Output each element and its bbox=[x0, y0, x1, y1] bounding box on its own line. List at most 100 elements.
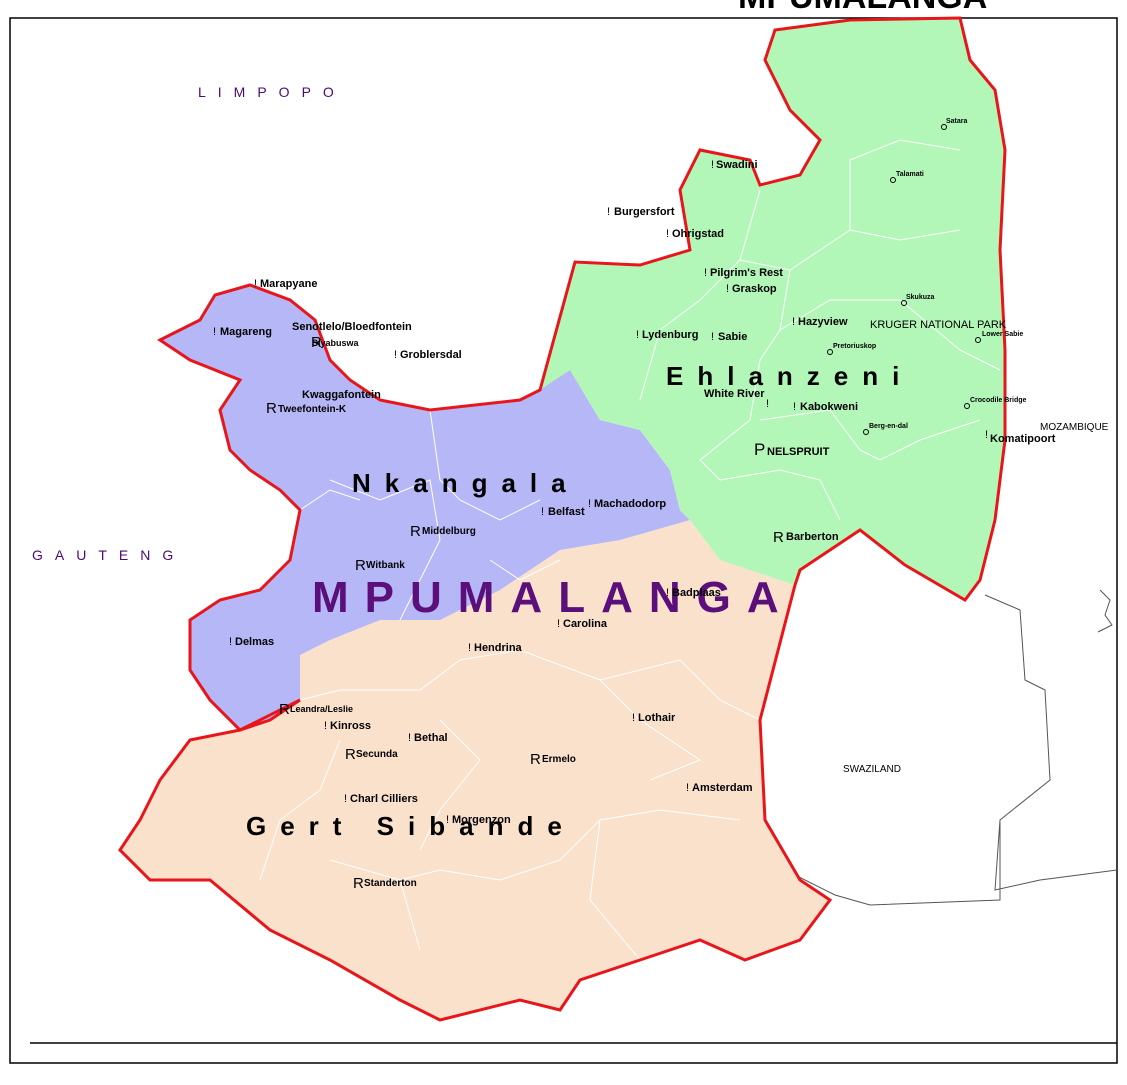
town-marker-icon: ! bbox=[541, 506, 544, 518]
town-marker-icon: ! bbox=[632, 712, 635, 724]
town-marker-icon: ! bbox=[394, 349, 397, 361]
town-hazyview: Hazyview bbox=[798, 316, 848, 328]
town-marker-icon: ! bbox=[324, 720, 327, 732]
town-amsterdam: Amsterdam bbox=[692, 782, 753, 794]
town-marker-icon: ! bbox=[766, 398, 769, 410]
camp-marker-icon bbox=[901, 300, 907, 306]
park-camps: Satara Talamati Skukuza Lower Sabie Pret… bbox=[827, 118, 1027, 435]
town-magareng: Magareng bbox=[220, 326, 272, 338]
label-ehlanzeni: Ehlanzeni bbox=[666, 361, 913, 391]
camp-lower-sabie: Lower Sabie bbox=[982, 331, 1023, 338]
town-witbank: Witbank bbox=[366, 560, 405, 571]
town-marker-icon: ! bbox=[588, 498, 591, 510]
town-marker-icon: ! bbox=[985, 429, 988, 441]
town-barberton: Barberton bbox=[786, 531, 839, 543]
town-marker-icon: ! bbox=[711, 159, 714, 171]
label-gert-sibande: Gert Sibande bbox=[246, 811, 576, 841]
town-graskop: Graskop bbox=[732, 283, 777, 295]
town-marker-icon: ! bbox=[704, 267, 707, 279]
town-pilgrims-rest: Pilgrim's Rest bbox=[710, 267, 783, 279]
town-marker-icon: ! bbox=[726, 283, 729, 295]
town-markers: ! ! ! ! ! ! ! ! ! ! ! ! ! ! ! ! ! ! ! ! … bbox=[213, 159, 988, 826]
label-nkangala: Nkangala bbox=[352, 468, 580, 498]
town-white-river: White River bbox=[704, 388, 765, 400]
province-border bbox=[118, 16, 1007, 1022]
town-marker-icon: ! bbox=[557, 618, 560, 630]
label-limpopo: LIMPOPO bbox=[198, 84, 346, 100]
camp-marker-icon bbox=[975, 337, 981, 343]
regional-marker-icon: R bbox=[773, 529, 784, 546]
town-senotlelo: Senotlelo/Bloedfontein bbox=[292, 321, 412, 333]
town-bethal: Bethal bbox=[414, 732, 448, 744]
town-hendrina: Hendrina bbox=[474, 642, 523, 654]
regional-marker-icon: R bbox=[311, 334, 322, 351]
municipal-boundaries bbox=[259, 139, 1001, 961]
town-charl-cilliers: Charl Cilliers bbox=[350, 793, 418, 805]
regional-marker-icon: R bbox=[266, 400, 277, 417]
town-marapyane: Marapyane bbox=[260, 278, 317, 290]
town-swadini: Swadini bbox=[716, 159, 758, 171]
town-marker-icon: ! bbox=[666, 228, 669, 240]
town-standerton: Standerton bbox=[364, 878, 417, 889]
region-nkangala[interactable] bbox=[160, 285, 690, 730]
town-marker-icon: ! bbox=[213, 326, 216, 338]
town-marker-icon: ! bbox=[229, 636, 232, 648]
regional-marker-icon: R bbox=[355, 557, 366, 574]
town-marker-icon: ! bbox=[793, 401, 796, 413]
town-ohrigstad: Ohrigstad bbox=[672, 228, 724, 240]
town-leandra: Leandra/Leslie bbox=[290, 704, 353, 714]
town-delmas: Delmas bbox=[235, 636, 274, 648]
town-marker-icon: ! bbox=[446, 814, 449, 826]
regional-marker-icon: R bbox=[530, 751, 541, 768]
label-kruger-park: KRUGER NATIONAL PARK bbox=[870, 319, 1007, 331]
camp-pretoriuskop: Pretoriuskop bbox=[833, 343, 876, 350]
town-kabokweni: Kabokweni bbox=[800, 401, 858, 413]
capital-marker-icon: P bbox=[754, 440, 765, 459]
camp-marker-icon bbox=[964, 403, 970, 409]
town-siyabuswa: Siyabuswa bbox=[312, 338, 360, 348]
coastline bbox=[1097, 589, 1113, 633]
camp-skukuza: Skukuza bbox=[906, 294, 935, 301]
region-ehlanzeni[interactable] bbox=[540, 18, 1005, 600]
camp-satara: Satara bbox=[946, 118, 968, 125]
regional-marker-icon: R bbox=[345, 746, 356, 763]
town-marker-icon: ! bbox=[607, 206, 610, 218]
camp-crocodile-bridge: Crocodile Bridge bbox=[970, 397, 1027, 404]
town-marker-icon: ! bbox=[408, 732, 411, 744]
label-gauteng: GAUTENG bbox=[32, 547, 185, 563]
label-mpumalanga: MPUMALANGA bbox=[312, 573, 795, 622]
town-marker-icon: ! bbox=[636, 329, 639, 341]
region-gert-sibande[interactable] bbox=[120, 520, 830, 1020]
town-burgersfort: Burgersfort bbox=[614, 206, 675, 218]
town-marker-icon: ! bbox=[666, 587, 669, 599]
town-secunda: Secunda bbox=[356, 749, 398, 760]
town-kwaggafontein: Kwaggafontein bbox=[302, 389, 381, 401]
town-marker-icon: ! bbox=[344, 793, 347, 805]
label-mozambique: MOZAMBIQUE bbox=[1040, 422, 1109, 433]
town-kinross: Kinross bbox=[330, 720, 371, 732]
town-morgenzon: Morgenzon bbox=[452, 814, 511, 826]
regional-markers: R R R R R R R R R bbox=[266, 334, 784, 892]
label-swaziland: SWAZILAND bbox=[843, 764, 901, 775]
camp-talamati: Talamati bbox=[896, 171, 924, 178]
camp-marker-icon bbox=[941, 124, 947, 130]
town-carolina: Carolina bbox=[563, 618, 608, 630]
swaziland-border bbox=[794, 594, 1118, 906]
town-komatipoort: Komatipoort bbox=[990, 433, 1056, 445]
town-marker-icon: ! bbox=[711, 331, 714, 343]
town-badplaas: Badplaas bbox=[672, 587, 721, 599]
town-ermelo: Ermelo bbox=[542, 754, 576, 765]
town-tweefontein: Tweefontein-K bbox=[278, 404, 347, 415]
town-belfast: Belfast bbox=[548, 506, 585, 518]
town-marker-icon: ! bbox=[792, 316, 795, 328]
camp-marker-icon bbox=[827, 349, 833, 355]
town-machadodorp: Machadodorp bbox=[594, 498, 666, 510]
towns: Swadini Burgersfort Ohrigstad Pilgrim's … bbox=[220, 159, 1056, 889]
camp-marker-icon bbox=[863, 429, 869, 435]
camp-berg-en-dal: Berg-en-dal bbox=[869, 423, 908, 430]
regional-marker-icon: R bbox=[353, 875, 364, 892]
town-sabie: Sabie bbox=[718, 331, 747, 343]
label-nelspruit: NELSPRUIT bbox=[767, 446, 830, 458]
